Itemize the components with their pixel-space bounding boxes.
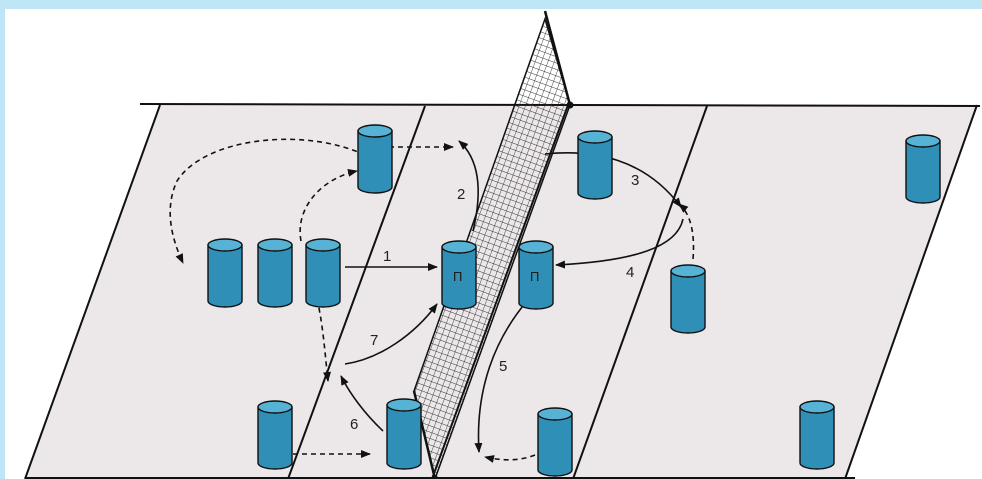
- player-body: [441, 246, 477, 310]
- player-body: [518, 246, 554, 310]
- arrow-dashed-right-up: [678, 203, 695, 260]
- arrow-dashed-down-left: [316, 298, 331, 382]
- player-cylinder: [537, 407, 573, 477]
- player-cylinder: [257, 400, 293, 470]
- player-top: [305, 238, 341, 252]
- player-top: [905, 134, 941, 148]
- net-post-top: [543, 10, 572, 106]
- right-attack-line: [572, 105, 708, 479]
- player-cylinder: П: [518, 240, 554, 310]
- player-cylinder: П: [441, 240, 477, 310]
- move-label-1: 1: [383, 248, 391, 265]
- player-cylinder: [905, 134, 941, 204]
- arrow-6: [340, 375, 384, 432]
- player-body: [537, 413, 573, 477]
- arrow-dashed-back-up: [299, 168, 358, 242]
- player-cylinder: [305, 238, 341, 308]
- arrow-dashed-top-loop: [169, 138, 366, 264]
- player-top: [518, 240, 554, 254]
- player-body: [577, 136, 613, 200]
- player-top: [577, 130, 613, 144]
- arrow-dashed-bottom-left: [484, 454, 536, 463]
- player-top: [670, 264, 706, 278]
- player-body: [799, 406, 835, 470]
- player-top: [257, 400, 293, 414]
- player-body: [305, 244, 341, 308]
- player-body: [207, 244, 243, 308]
- net-post-top-dot: [566, 101, 574, 109]
- player-mark: П: [453, 269, 462, 284]
- left-attack-line: [287, 105, 426, 479]
- player-body: [257, 406, 293, 470]
- movement-arrows: [169, 138, 695, 463]
- player-top: [441, 240, 477, 254]
- left-end-line: [24, 104, 161, 479]
- move-label-3: 3: [631, 172, 639, 189]
- player-top: [257, 238, 293, 252]
- player-body: [257, 244, 293, 308]
- move-label-6: 6: [350, 416, 358, 433]
- arrow-5: [474, 300, 528, 453]
- player-mark: П: [530, 269, 539, 284]
- player-cylinder: [257, 238, 293, 308]
- player-cylinder: [386, 398, 422, 470]
- player-top: [537, 407, 573, 421]
- arrow-7: [344, 303, 438, 365]
- player-cylinder: [357, 124, 393, 194]
- arrow-3: [544, 152, 682, 208]
- player-cylinder: [670, 264, 706, 334]
- player-top: [207, 238, 243, 252]
- player-cylinder: [207, 238, 243, 308]
- move-label-2: 2: [457, 186, 465, 203]
- move-label-5: 5: [499, 358, 507, 375]
- move-labels: 1 2 3 4 5 6 7: [350, 172, 639, 433]
- arrow-2: [458, 140, 480, 232]
- arrow-4: [555, 218, 684, 269]
- player-cylinder: [577, 130, 613, 200]
- player-body: [905, 140, 941, 204]
- player-body: [670, 270, 706, 334]
- player-top: [357, 124, 393, 138]
- player-top: [799, 400, 835, 414]
- player-body: [357, 130, 393, 194]
- player-cylinder: [799, 400, 835, 470]
- player-top: [386, 398, 422, 412]
- right-end-line: [844, 104, 978, 479]
- net-post-bottom-dot: [431, 475, 439, 479]
- move-label-4: 4: [626, 264, 634, 281]
- player-body: [386, 404, 422, 470]
- move-label-7: 7: [370, 332, 378, 349]
